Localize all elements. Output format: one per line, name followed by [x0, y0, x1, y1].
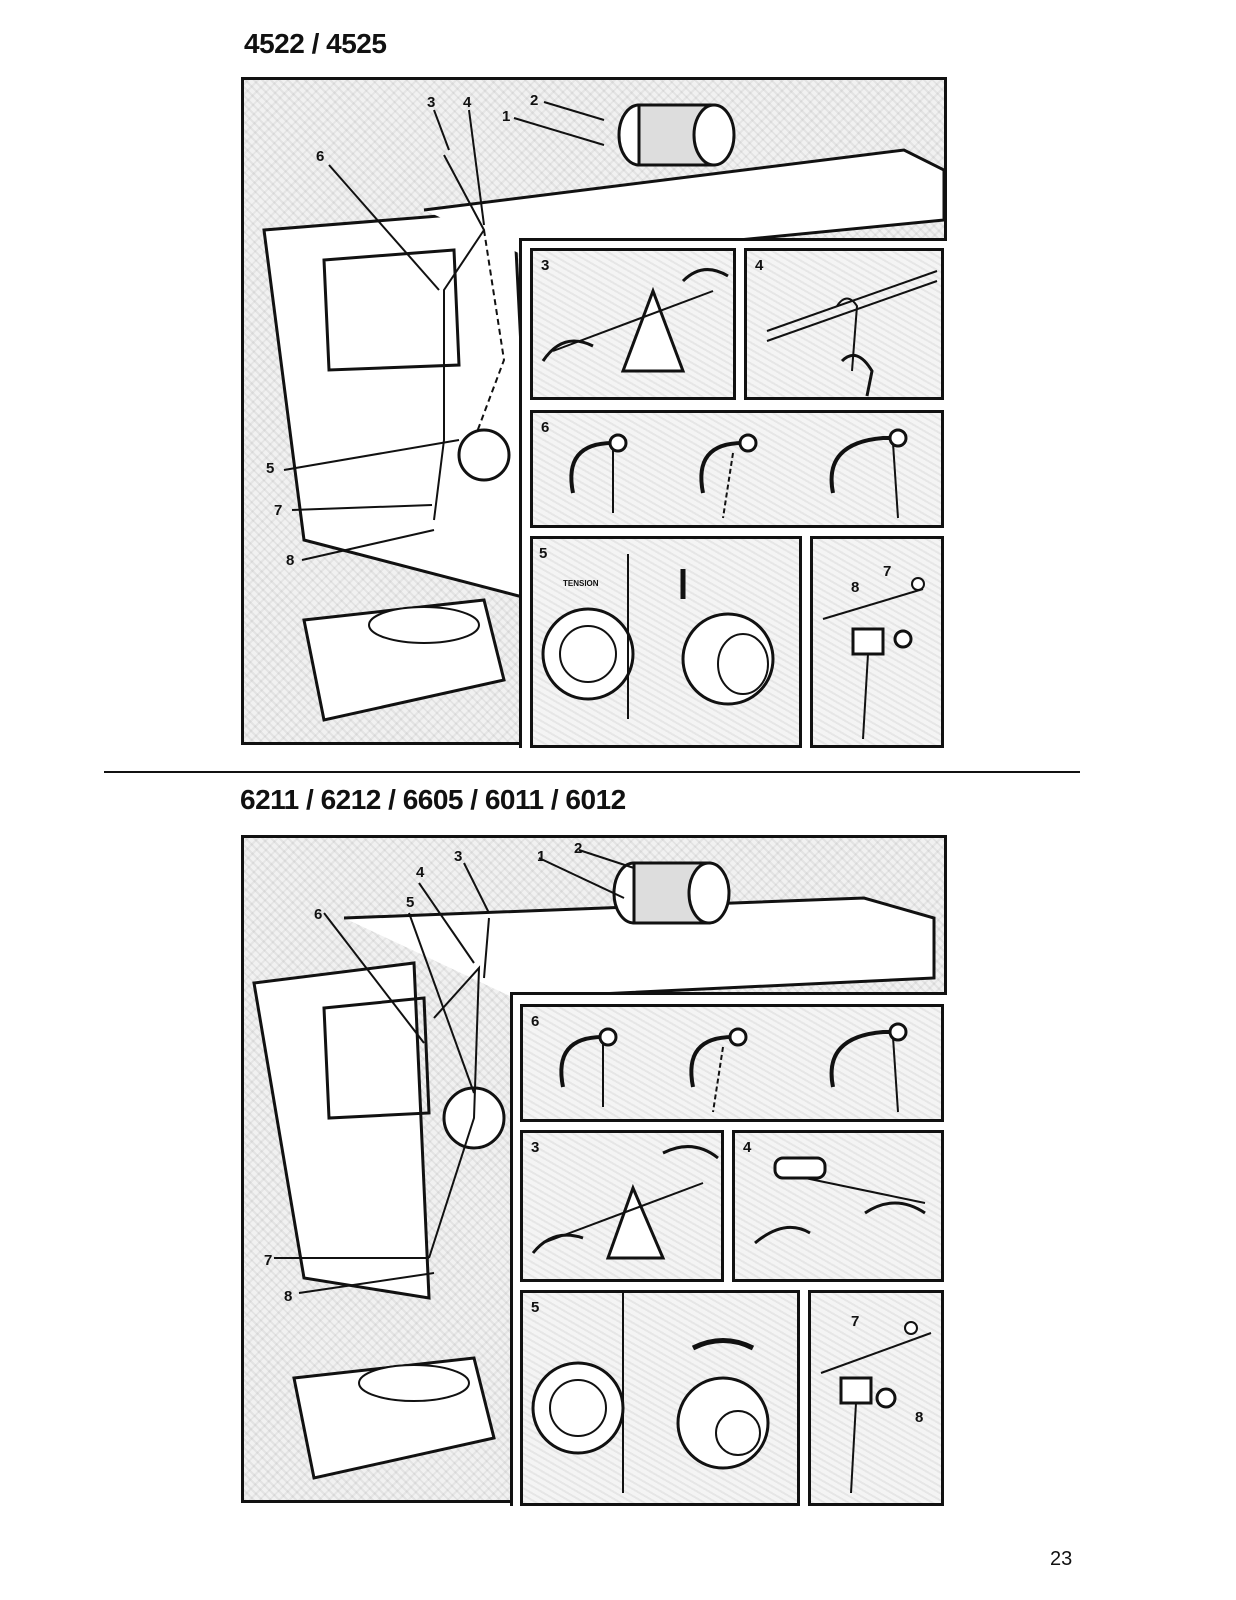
page-number: 23: [1050, 1548, 1073, 1570]
label-2-b: 2: [574, 840, 583, 857]
inset-6-b: 6: [520, 1004, 944, 1122]
tension-label: TENSION: [563, 579, 599, 588]
inset-7-8-b: 7 8: [808, 1290, 944, 1506]
take-up-lever-drawing: [569, 428, 908, 519]
inset-4-b-label: 4: [743, 1139, 752, 1156]
inset-6: 6: [530, 410, 944, 528]
label-2: 2: [530, 92, 539, 109]
label-8: 8: [286, 552, 295, 569]
section-title-top: 4522 / 4525: [244, 28, 387, 59]
inset-4-b: 4: [732, 1130, 944, 1282]
inset-5: 5 TENSION: [530, 536, 802, 748]
inset-5-label: 5: [539, 545, 548, 562]
sewing-machine-drawing: [262, 101, 944, 722]
label-1-b: 1: [537, 848, 546, 865]
label-5: 5: [266, 460, 275, 477]
inset-4-label: 4: [755, 257, 764, 274]
thread-guide-drawing-2: [531, 1145, 719, 1260]
label-6: 6: [316, 148, 325, 165]
take-up-lever-drawing-2: [559, 1022, 908, 1113]
inset-3: 3: [530, 248, 736, 400]
inset-7-label: 7: [883, 563, 892, 580]
inset-7-b-label: 7: [851, 1313, 860, 1330]
inset-3-b-label: 3: [531, 1139, 540, 1156]
machine-illustration-top: 3 4 1 2 6 5 7 8 3 4 6: [241, 77, 947, 748]
inset-8-label: 8: [851, 579, 860, 596]
label-4-b: 4: [416, 864, 425, 881]
inset-6-label: 6: [541, 419, 550, 436]
inset-5-b: 5: [520, 1290, 800, 1506]
inset-3-b: 3: [520, 1130, 724, 1282]
label-7-b: 7: [264, 1252, 273, 1269]
sewing-machine-drawing-2: [252, 849, 936, 1480]
thread-clip-drawing: [754, 1156, 926, 1245]
section-title-bottom: 6211 / 6212 / 6605 / 6011 / 6012: [240, 784, 626, 815]
needle-clamp-drawing-2: [820, 1321, 932, 1494]
thread-guide-drawing: [541, 268, 729, 373]
inset-7-8: 7 8: [810, 536, 944, 748]
inset-3-label: 3: [541, 257, 550, 274]
label-3: 3: [427, 94, 436, 111]
label-3-b: 3: [454, 848, 463, 865]
label-6-b: 6: [314, 906, 323, 923]
inset-5-b-label: 5: [531, 1299, 540, 1316]
tension-dial-drawing: [541, 554, 775, 719]
section-divider: [104, 771, 1080, 773]
thread-hook-drawing: [766, 270, 938, 397]
label-5-b: 5: [406, 894, 415, 911]
tension-dial-drawing-2: [531, 1293, 770, 1493]
inset-8-b-label: 8: [915, 1409, 924, 1426]
label-1: 1: [502, 108, 511, 125]
inset-6-b-label: 6: [531, 1013, 540, 1030]
label-7: 7: [274, 502, 283, 519]
inset-4: 4: [744, 248, 944, 400]
needle-clamp-drawing: [822, 577, 925, 740]
label-8-b: 8: [284, 1288, 293, 1305]
label-4: 4: [463, 94, 472, 111]
machine-illustration-bottom: 1 2 3 4 5 6 7 8 6 3 4: [241, 835, 947, 1506]
